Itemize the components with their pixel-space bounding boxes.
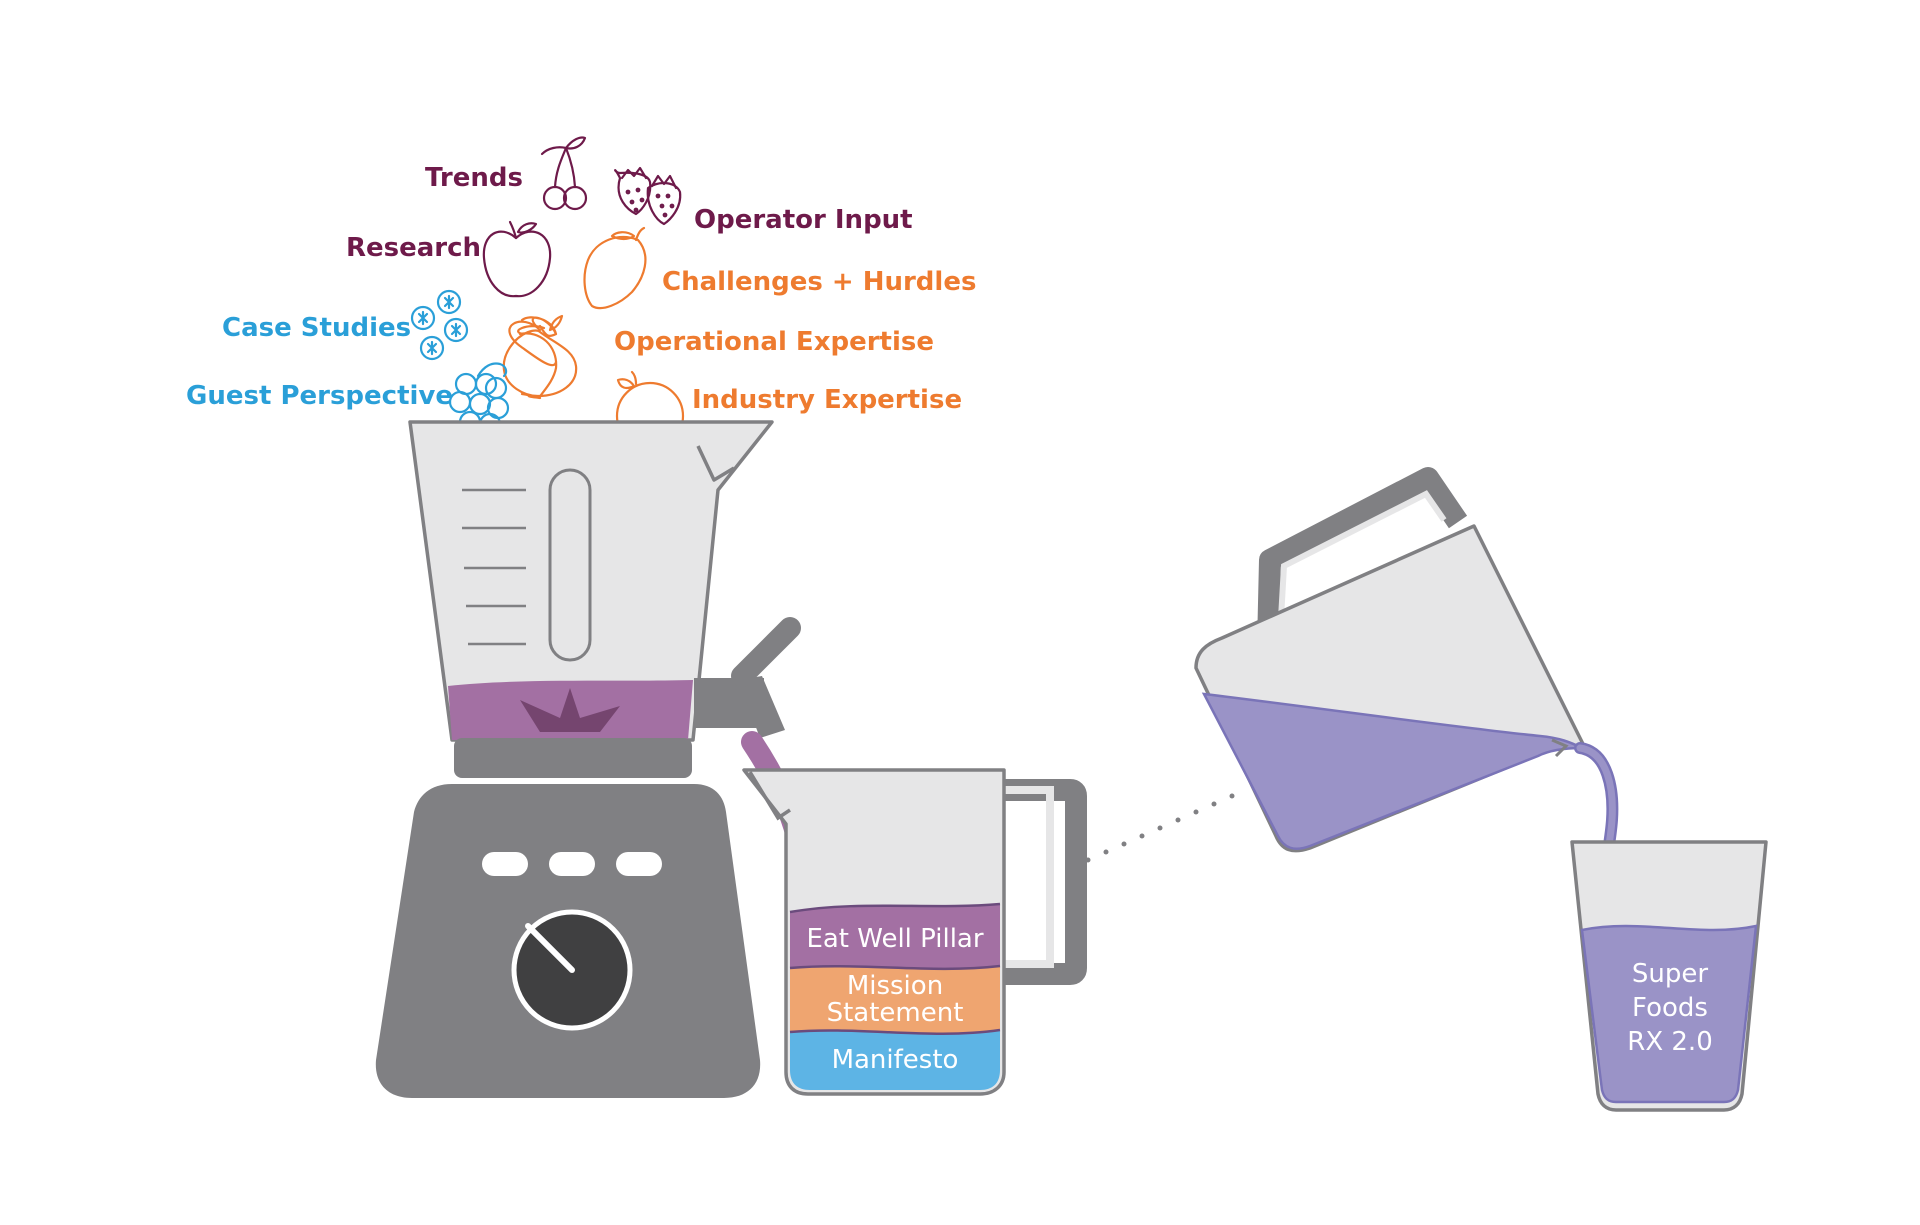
- label-industry-expertise: Industry Expertise: [692, 385, 962, 415]
- base-button-2: [549, 852, 595, 876]
- pouring-pitcher: [1194, 467, 1586, 853]
- jar-window: [548, 468, 592, 662]
- dial-pointer: [525, 923, 575, 973]
- blender-base: [375, 738, 761, 1098]
- cherry-icon: [540, 136, 588, 211]
- mango-icon: [583, 226, 647, 310]
- glass-label-line-2: Foods: [1632, 993, 1708, 1023]
- label-case-studies: Case Studies: [222, 313, 411, 343]
- layer-eat-well-pillar: [790, 904, 1000, 971]
- blueberries-icon: [410, 289, 469, 361]
- layer-label-eat-well: Eat Well Pillar: [806, 924, 983, 954]
- label-research: Research: [346, 233, 481, 263]
- base-button-3: [616, 852, 662, 876]
- glass-label-line-1: Super: [1632, 959, 1708, 989]
- peach-body: [502, 314, 578, 398]
- measure-marks: [462, 488, 526, 646]
- label-trends: Trends: [425, 163, 523, 193]
- glass-label-line-3: RX 2.0: [1627, 1027, 1713, 1057]
- label-challenges-hurdles: Challenges + Hurdles: [662, 267, 976, 297]
- layer-manifesto: [790, 1030, 1000, 1090]
- layer-label-mission-2: Statement: [827, 998, 964, 1028]
- layer-mission-statement: [790, 966, 1000, 1035]
- measuring-pitcher: Eat Well Pillar Mission Statement Manife…: [742, 768, 1087, 1096]
- base-button-1: [482, 852, 528, 876]
- label-operational-expertise: Operational Expertise: [614, 327, 934, 357]
- apple-icon: [482, 220, 552, 298]
- result-glass: Super Foods RX 2.0: [1570, 840, 1768, 1112]
- blade-icon: [520, 688, 620, 732]
- layer-label-manifesto: Manifesto: [832, 1045, 959, 1075]
- label-operator-input: Operator Input: [694, 205, 913, 235]
- strawberry-icon: [614, 166, 682, 226]
- blender-jar: [408, 420, 774, 742]
- layer-label-mission-1: Mission: [847, 971, 943, 1001]
- dotted-connector: [1085, 793, 1235, 863]
- label-guest-perspective: Guest Perspective: [186, 381, 453, 411]
